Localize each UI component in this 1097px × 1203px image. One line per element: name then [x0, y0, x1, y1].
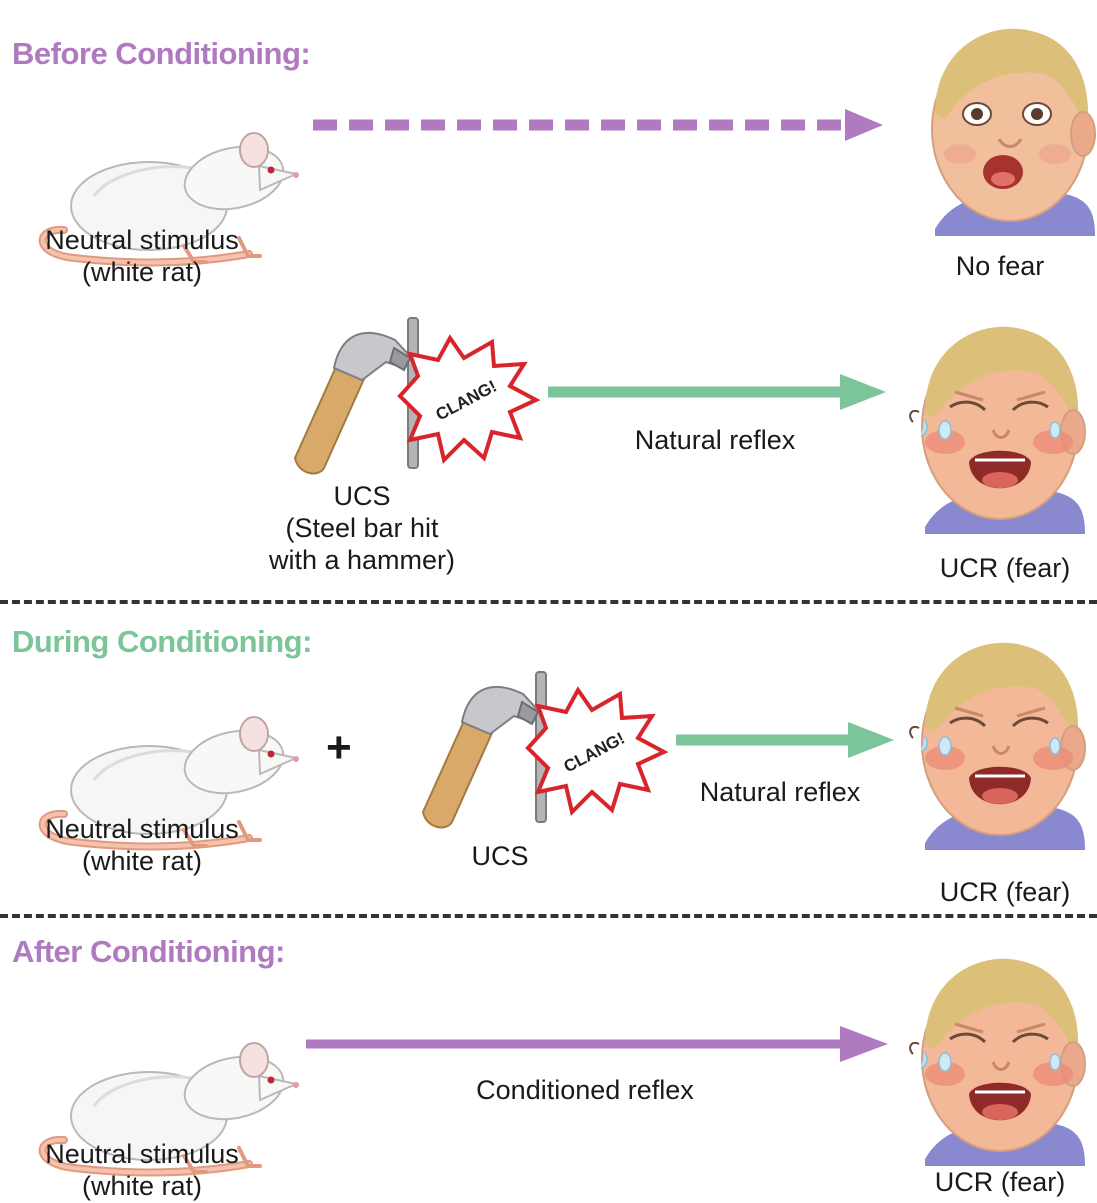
- natural-reflex-label: Natural reflex: [600, 424, 830, 456]
- after-conditioning-heading: After Conditioning:: [12, 934, 285, 970]
- plus-icon: +: [326, 726, 352, 770]
- clang-burst-icon: CLANG!: [528, 688, 668, 818]
- after-stimulus-caption: Neutral stimulus (white rat): [22, 1138, 262, 1202]
- during-stimulus-caption-line2: (white rat): [22, 845, 262, 877]
- before-stimulus-caption-line2: (white rat): [22, 256, 262, 288]
- no-fear-caption: No fear: [930, 250, 1070, 282]
- section-divider: [0, 914, 1097, 918]
- after-stimulus-caption-line2: (white rat): [22, 1170, 262, 1202]
- ucr-fear-caption: UCR (fear): [910, 1166, 1090, 1198]
- natural-reflex-arrow: [668, 718, 908, 762]
- during-ucs-caption: UCS: [440, 840, 560, 872]
- ucs-caption-line2: (Steel bar hit: [232, 512, 492, 544]
- natural-reflex-arrow: [540, 370, 900, 414]
- crying-baby-face-icon: [905, 628, 1087, 852]
- clang-burst-icon: CLANG!: [400, 336, 540, 466]
- crying-baby-face-icon: [905, 312, 1087, 536]
- during-stimulus-caption-line1: Neutral stimulus: [22, 813, 262, 845]
- conditioned-reflex-arrow: [300, 1022, 900, 1066]
- section-divider: [0, 600, 1097, 604]
- before-stimulus-caption: Neutral stimulus (white rat): [22, 224, 262, 288]
- calm-baby-face-icon: [915, 14, 1097, 238]
- during-stimulus-caption: Neutral stimulus (white rat): [22, 813, 262, 877]
- before-stimulus-caption-line1: Neutral stimulus: [22, 224, 262, 256]
- during-conditioning-heading: During Conditioning:: [12, 624, 312, 660]
- crying-baby-face-icon: [905, 944, 1087, 1168]
- natural-reflex-label: Natural reflex: [670, 776, 890, 808]
- ucr-fear-caption: UCR (fear): [920, 552, 1090, 584]
- after-stimulus-caption-line1: Neutral stimulus: [22, 1138, 262, 1170]
- ucs-caption-line3: with a hammer): [232, 544, 492, 576]
- conditioned-reflex-label: Conditioned reflex: [440, 1074, 730, 1106]
- ucs-caption: UCS (Steel bar hit with a hammer): [232, 480, 492, 576]
- before-conditioning-heading: Before Conditioning:: [12, 36, 310, 72]
- ucs-caption-line1: UCS: [232, 480, 492, 512]
- ucr-fear-caption: UCR (fear): [920, 876, 1090, 908]
- before-dashed-arrow: [305, 105, 895, 145]
